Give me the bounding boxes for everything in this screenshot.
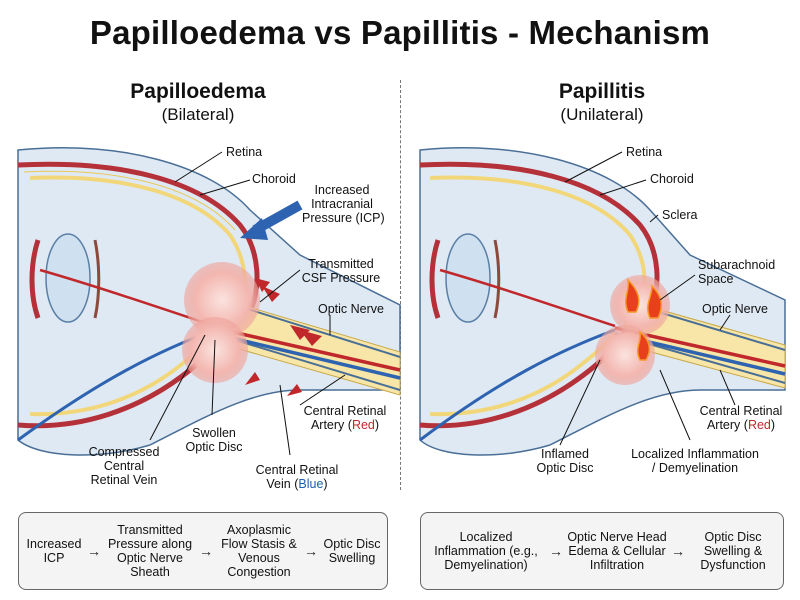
crv-line-1: Central Retinal [255, 463, 339, 477]
left-label-retina: Retina [226, 145, 263, 159]
csf-line-2: CSF Pressure [301, 271, 381, 285]
panel-divider [400, 80, 401, 490]
icp-line-3: Pressure (ICP) [302, 211, 385, 225]
left-label-optic-nerve: Optic Nerve [318, 302, 384, 316]
local-line-1: Localized Inflammation [631, 447, 759, 461]
left-cra-line-2: Artery ( [310, 418, 352, 432]
right-cra-color-word: Red [747, 418, 771, 432]
left-flow-step-3: Axoplasmic Flow Stasis & Venous Congesti… [221, 523, 297, 579]
right-label-choroid: Choroid [650, 172, 694, 186]
inflamed-line-1: Inflamed [541, 447, 589, 461]
right-label-optic-nerve: Optic Nerve [702, 302, 768, 316]
leader-lines [149, 151, 736, 456]
left-flow-step-2: Transmitted Pressure along Optic Nerve S… [107, 523, 193, 579]
right-cra-close: ) [770, 418, 776, 432]
left-flow-step-1: Increased ICP [26, 537, 82, 565]
csf-line-1: Transmitted [308, 257, 374, 271]
right-subheading: (Unilateral) [560, 105, 644, 124]
left-flow-arrow-2: → [199, 543, 213, 559]
right-flow-box: Localized Inflammation (e.g., Demyelinat… [420, 512, 784, 590]
left-eye [17, 147, 401, 456]
icp-line-2: Intracranial [311, 197, 373, 211]
compressed-line-2: Central [103, 459, 145, 473]
crv-close: ) [323, 477, 328, 491]
right-flow-step-1: Localized Inflammation (e.g., Demyelinat… [434, 530, 538, 572]
left-flow-arrow-3: → [304, 543, 318, 559]
right-flow-step-3: Optic Disc Swelling & Dysfunction [700, 530, 766, 572]
left-artery [214, 326, 401, 372]
right-cra-line-1: Central Retinal [699, 404, 783, 418]
sub-line-2: Space [698, 272, 734, 286]
left-flow-arrow-1: → [87, 543, 101, 559]
right-label-sclera: Sclera [662, 208, 698, 222]
left-label-crv: Central Retinal Vein (Blue) [250, 463, 344, 491]
right-heading: Papillitis [558, 80, 646, 103]
compressed-line-1: Compressed [88, 445, 160, 459]
left-label-icp: Increased Intracranial Pressure (ICP) [302, 183, 385, 225]
left-label-compressed-vein: Compressed Central Retinal Vein [84, 445, 164, 487]
left-panel-heading: Papilloedema (Bilateral) [48, 80, 348, 125]
sub-line-1: Subarachnoid [698, 258, 776, 272]
page-title: Papilloedema vs Papillitis - Mechanism [89, 14, 711, 51]
left-label-choroid: Choroid [252, 172, 296, 186]
left-cra-color-word: Red [351, 418, 375, 432]
left-label-cra: Central Retinal Artery (Red) [300, 404, 390, 432]
right-flow-step-2: Optic Nerve Head Edema & Cellular Infilt… [567, 530, 667, 572]
swollen-line-1: Swollen [192, 426, 236, 440]
right-label-local-inflammation: Localized Inflammation / Demyelination [620, 447, 770, 475]
icp-line-1: Increased [314, 183, 370, 197]
left-cra-line-1: Central Retinal [303, 404, 387, 418]
right-flow-arrow-2: → [671, 543, 685, 559]
right-label-retina: Retina [626, 145, 663, 159]
crv-color-word: Blue [298, 477, 324, 491]
right-inflammation-flames [625, 277, 663, 361]
left-flow-step-4: Optic Disc Swelling [323, 537, 381, 565]
crv-line-2: Vein ( [266, 477, 299, 491]
left-heading: Papilloedema [130, 80, 266, 103]
left-label-swollen-disc: Swollen Optic Disc [184, 426, 244, 454]
right-cra-line-2: Artery ( [706, 418, 748, 432]
right-flow-arrow-1: → [549, 543, 563, 559]
left-iris [29, 239, 41, 319]
left-choroid-upper [17, 161, 260, 317]
compressed-line-3: Retinal Vein [90, 473, 158, 487]
swollen-line-2: Optic Disc [185, 440, 243, 454]
right-label-cra: Central Retinal Artery (Red) [696, 404, 786, 432]
left-label-csf: Transmitted CSF Pressure [300, 257, 382, 285]
left-csf-arrows [245, 278, 322, 396]
local-line-2: / Demyelination [651, 461, 739, 475]
left-cra-close: ) [374, 418, 380, 432]
left-subheading: (Bilateral) [161, 105, 235, 124]
left-swelling-upper [184, 262, 260, 338]
left-flow-box: Increased ICP → Transmitted Pressure alo… [18, 512, 388, 590]
right-label-inflamed-disc: Inflamed Optic Disc [530, 447, 600, 475]
right-label-subarachnoid: Subarachnoid Space [698, 258, 775, 286]
right-panel-heading: Papillitis (Unilateral) [452, 80, 752, 125]
right-eye [419, 147, 786, 456]
inflamed-line-2: Optic Disc [536, 461, 594, 475]
